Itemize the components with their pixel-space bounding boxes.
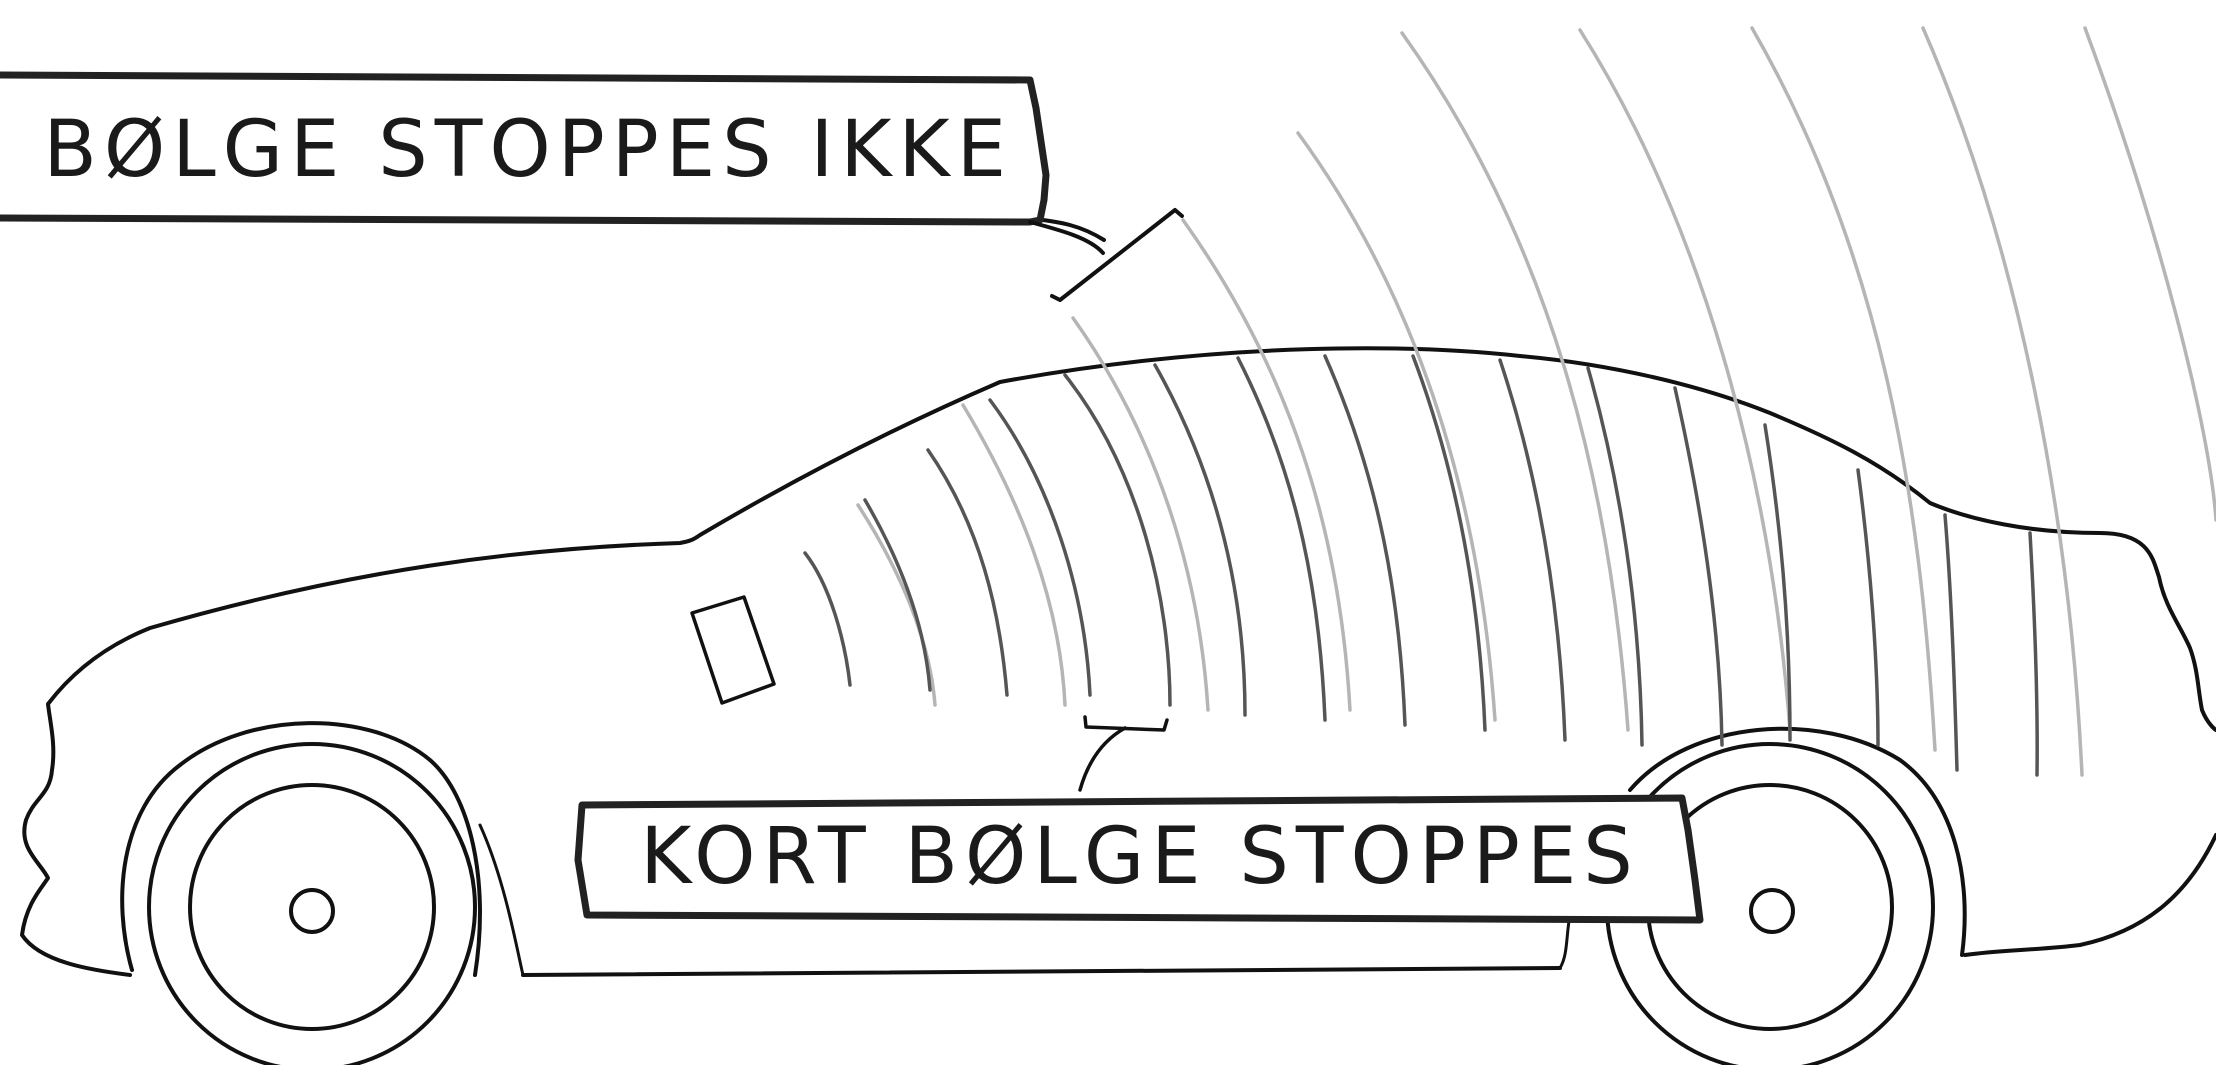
front-wheel	[122, 723, 480, 1065]
long-wave-label-box: G BØLGE STOPPES IKKE	[0, 75, 1103, 253]
door-handle	[692, 597, 774, 703]
car-radio	[1080, 717, 1167, 790]
roof-antenna	[1035, 210, 1182, 300]
long-wave-label: G BØLGE STOPPES IKKE	[0, 105, 1013, 195]
short-wave-label: KORT BØLGE STOPPES	[640, 812, 1640, 902]
long-wave-arcs	[858, 28, 2216, 775]
short-wave-arcs	[805, 356, 2037, 775]
short-wave-label-box: KORT BØLGE STOPPES	[578, 798, 1700, 920]
